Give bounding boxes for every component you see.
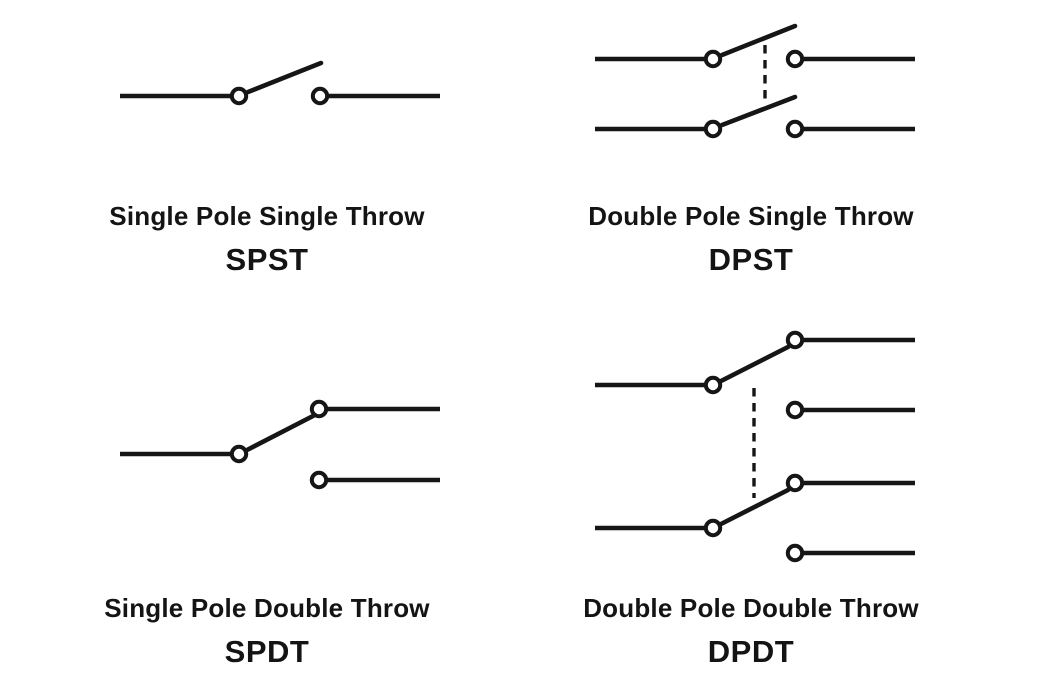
dpst-symbol: [595, 23, 915, 139]
dpdt-symbol: [595, 330, 915, 563]
spst-symbol: [120, 60, 440, 106]
spst-full-name: Single Pole Single Throw: [109, 201, 425, 231]
dpdt-full-name: Double Pole Double Throw: [583, 593, 919, 623]
spst-caption: Single Pole Single Throw SPST: [67, 203, 467, 275]
dpst-full-name: Double Pole Single Throw: [588, 201, 914, 231]
dpdt-caption: Double Pole Double Throw DPDT: [551, 595, 951, 667]
dpst-caption: Double Pole Single Throw DPST: [551, 203, 951, 275]
spst-abbreviation: SPST: [225, 242, 309, 277]
dpdt-abbreviation: DPDT: [707, 634, 795, 669]
spdt-abbreviation: SPDT: [224, 634, 310, 669]
dpst-abbreviation: DPST: [708, 242, 794, 277]
spdt-caption: Single Pole Double Throw SPDT: [67, 595, 467, 667]
spdt-full-name: Single Pole Double Throw: [104, 593, 430, 623]
spdt-symbol: [120, 399, 440, 490]
